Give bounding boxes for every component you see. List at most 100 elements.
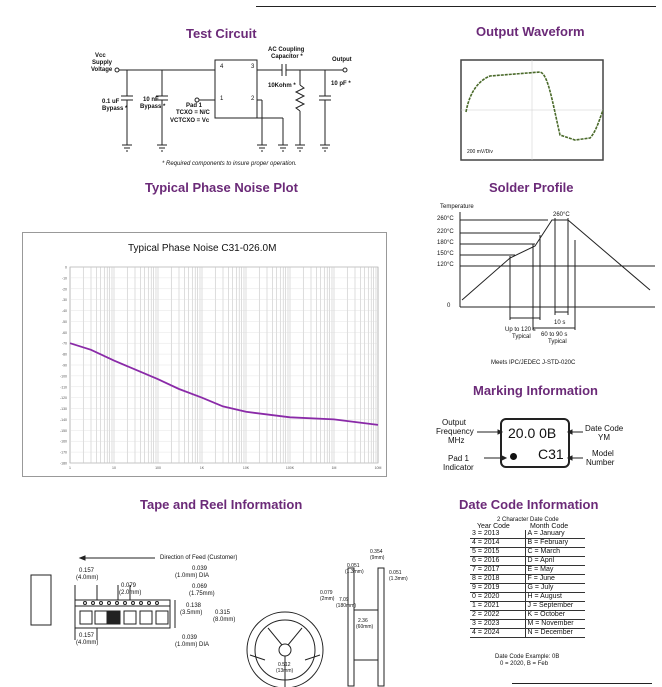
pin3-label: 3 <box>251 64 255 70</box>
c1-value: 0.1 uF <box>102 99 120 105</box>
y-tick-label: -110 <box>60 385 67 389</box>
pin2-label: 2 <box>251 96 255 102</box>
x-tick-label: 1M <box>332 466 337 470</box>
vcc-label: Vcc <box>95 53 106 59</box>
reel-236-mm: (60mm) <box>356 624 374 630</box>
chip-marking: 20.0 0B C31 <box>500 418 570 468</box>
y-tick-label: -80 <box>62 353 67 357</box>
x-tick-label: 10K <box>243 466 250 470</box>
ten-s-label: 10 s <box>554 320 566 326</box>
ac-capacitor-label: Capacitor * <box>271 54 303 60</box>
y-tick-label: -120 <box>60 396 67 400</box>
month-code-cell: J = September <box>525 601 585 611</box>
x-tick-label: 1K <box>200 466 205 470</box>
y-tick-label: -50 <box>62 320 67 324</box>
c2-value: 10 nF <box>143 97 159 103</box>
year-code-cell: 4 = 2024 <box>470 628 526 638</box>
reel-0079-mm: (2mm) <box>320 596 335 602</box>
month-code-header: Month Code <box>530 523 569 530</box>
reel-0051a: 0.051 <box>347 563 360 569</box>
bottom-rule <box>512 683 652 684</box>
date-code-caption: 2 Character Date Code <box>497 517 559 523</box>
pad1-dot <box>510 453 517 460</box>
y-tick-label: 0 <box>65 266 67 270</box>
year-code-cell: 3 = 2013 <box>470 530 526 539</box>
y-tick-label: -40 <box>62 309 67 313</box>
y-tick-label: -70 <box>62 342 67 346</box>
marking-pad1: Pad 1 <box>448 454 469 463</box>
x-tick-label: 10M <box>375 466 382 470</box>
x-tick-label: 100K <box>286 466 295 470</box>
month-code-cell: C = March <box>525 547 585 557</box>
marking-mhz: MHz <box>448 436 465 445</box>
tick-150: 150°C <box>437 251 454 257</box>
reel-709: 7.09 <box>339 597 349 603</box>
test-circuit-heading: Test Circuit <box>186 26 257 41</box>
marking-indicator: Indicator <box>443 463 474 472</box>
marking-line1: 20.0 0B <box>508 425 557 441</box>
voltage-label: Voltage <box>91 67 113 73</box>
c2-name: Bypass * <box>140 104 166 110</box>
jedec-note: Meets IPC/JEDEC J-STD-020C <box>491 360 576 366</box>
marking-line2: C31 <box>538 446 564 462</box>
dim-0039a-mm: (1.0mm) DIA <box>175 573 210 579</box>
year-code-cell: 0 = 2020 <box>470 592 526 602</box>
year-code-cell: 9 = 2019 <box>470 583 526 593</box>
reel-0051b: 0.051 <box>389 570 402 576</box>
dim-0079-mm: (2.0mm) <box>119 590 142 596</box>
tick-120: 120°C <box>437 262 454 268</box>
resistor-label: 10Kohm * <box>268 83 296 89</box>
dim-0069-mm: (1.75mm) <box>189 591 215 597</box>
c1-name: Bypass * <box>102 106 128 112</box>
month-code-cell: B = February <box>525 538 585 548</box>
pad1-label: Pad 1 <box>186 103 203 109</box>
month-code-cell: N = December <box>525 628 585 638</box>
top-rule <box>256 6 656 7</box>
sixty-ninety-label: 60 to 90 s <box>541 332 568 338</box>
ac-coupling-label: AC Coupling <box>268 47 305 53</box>
month-code-cell: F = June <box>525 574 585 584</box>
marking-output: Output <box>442 418 467 427</box>
month-code-cell: G = July <box>525 583 585 593</box>
temperature-axis-label: Temperature <box>440 204 474 210</box>
tape-reel-heading: Tape and Reel Information <box>140 497 303 512</box>
year-code-cell: 1 = 2021 <box>470 601 526 611</box>
date-code-heading: Date Code Information <box>459 497 599 512</box>
tick-0: 0 <box>447 303 451 309</box>
y-tick-label: -180 <box>60 462 67 466</box>
year-code-cell: 7 = 2017 <box>470 565 526 575</box>
tick-220: 220°C <box>437 229 454 235</box>
year-code-cell: 6 = 2016 <box>470 556 526 566</box>
dim-0039a: 0.039 <box>192 566 208 572</box>
dim-0138-mm: (3.5mm) <box>180 610 203 616</box>
chart-title: Typical Phase Noise C31-026.0M <box>128 243 277 254</box>
y-tick-label: -160 <box>60 440 67 444</box>
phase-noise-series <box>69 342 379 426</box>
phase-noise-heading: Typical Phase Noise Plot <box>145 180 298 195</box>
pin4-label: 4 <box>220 64 224 70</box>
reel-236: 2.36 <box>358 618 368 624</box>
y-tick-label: -140 <box>60 418 67 422</box>
month-code-cell: E = May <box>525 565 585 575</box>
month-code-cell: A = January <box>525 530 585 539</box>
month-code-cell: D = April <box>525 556 585 566</box>
x-tick-label: 10 <box>112 466 116 470</box>
dim-0315: 0.315 <box>215 610 231 616</box>
year-code-cell: 2 = 2022 <box>470 610 526 620</box>
load-cap-label: 10 pF * <box>331 81 351 87</box>
date-code-example-detail: 0 = 2020, B = Feb <box>500 661 549 667</box>
